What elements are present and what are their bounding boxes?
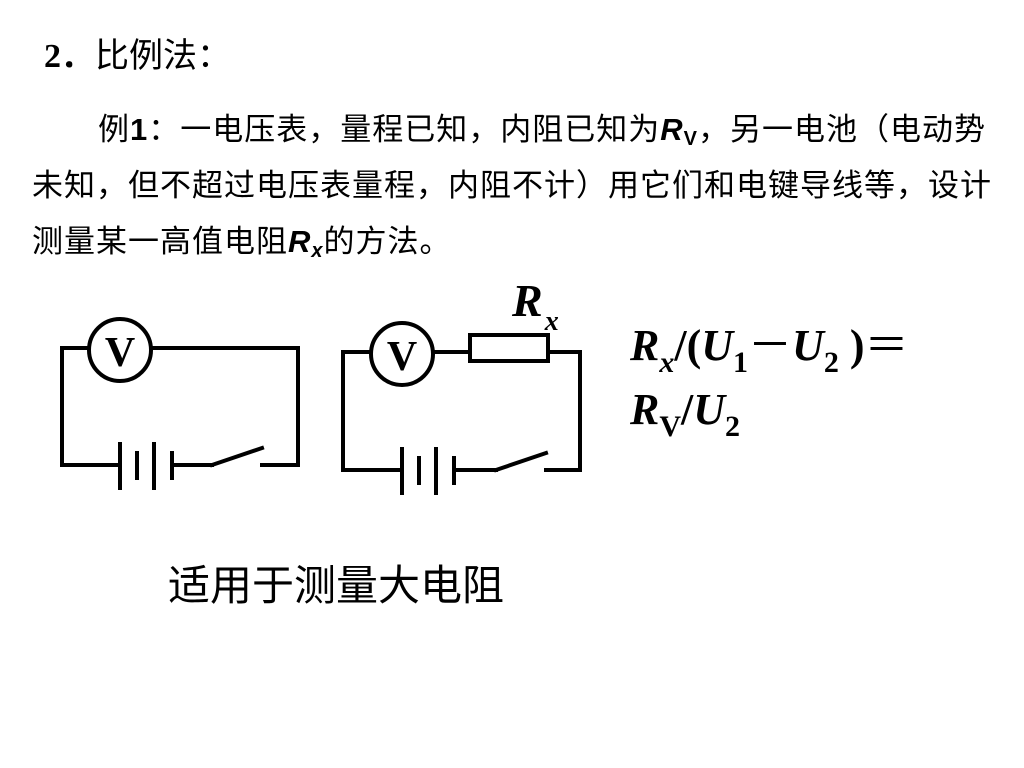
formula-minus: －	[748, 320, 793, 371]
formula-rx: R	[630, 321, 660, 370]
section-number: 2．	[44, 38, 95, 75]
formula-rv: R	[630, 385, 660, 434]
formula-u2-den-sub: 2	[725, 410, 741, 443]
rv-subscript: V	[683, 128, 698, 150]
example-text-3: 的方法。	[323, 224, 452, 260]
formula-equals: ＝	[864, 320, 909, 371]
section-heading: 2．比例法：	[44, 32, 231, 81]
switch-blade	[493, 450, 549, 473]
example-label-number: 1	[130, 112, 149, 147]
formula-rv-sub: V	[659, 410, 682, 443]
proportion-formula: Rx/(U1－U2 )＝ RV/U2	[630, 314, 908, 442]
formula-slash-paren: /(	[674, 321, 702, 370]
resistor-label: Rx	[511, 275, 559, 337]
example-paragraph: 例1：一电压表，量程已知，内阻已知为RV，另一电池（电动势未知，但不超过电压表量…	[32, 102, 996, 270]
formula-u2: U	[792, 321, 824, 370]
formula-line-1: Rx/(U1－U2 )＝	[630, 314, 908, 378]
example-text-1: ：一电压表，量程已知，内阻已知为	[148, 112, 661, 148]
formula-close-paren: )	[849, 321, 865, 370]
formula-u1-sub: 1	[733, 346, 749, 379]
voltmeter-label-left: V	[105, 330, 135, 376]
rx-subscript: x	[311, 240, 324, 262]
formula-line-2: RV/U2	[630, 378, 908, 442]
rx-symbol: R	[288, 224, 312, 259]
resistor-body	[468, 333, 550, 363]
rv-symbol: R	[660, 112, 684, 147]
example-text-2: ，另一电池（电动势未知，但不超过电压表量程，内阻不计）用它们和电键导线等，设计测…	[32, 112, 992, 260]
formula-rx-sub: x	[659, 346, 675, 379]
formula-slash: /	[681, 385, 694, 434]
resistor-subscript: x	[544, 306, 559, 337]
section-title: 比例法：	[95, 36, 231, 76]
voltmeter-circle	[369, 321, 435, 387]
switch-blade	[209, 445, 265, 468]
circuit-right	[341, 321, 582, 495]
formula-u1: U	[701, 321, 734, 370]
formula-u2-den: U	[693, 385, 726, 434]
formula-u2-sub: 2	[823, 346, 839, 379]
voltmeter-circle	[87, 317, 153, 383]
circuit-left	[60, 317, 300, 490]
voltmeter-label-right: V	[387, 334, 417, 380]
usage-note: 适用于测量大电阻	[168, 561, 505, 610]
example-label: 例	[98, 112, 130, 148]
resistor-symbol: R	[511, 275, 543, 326]
